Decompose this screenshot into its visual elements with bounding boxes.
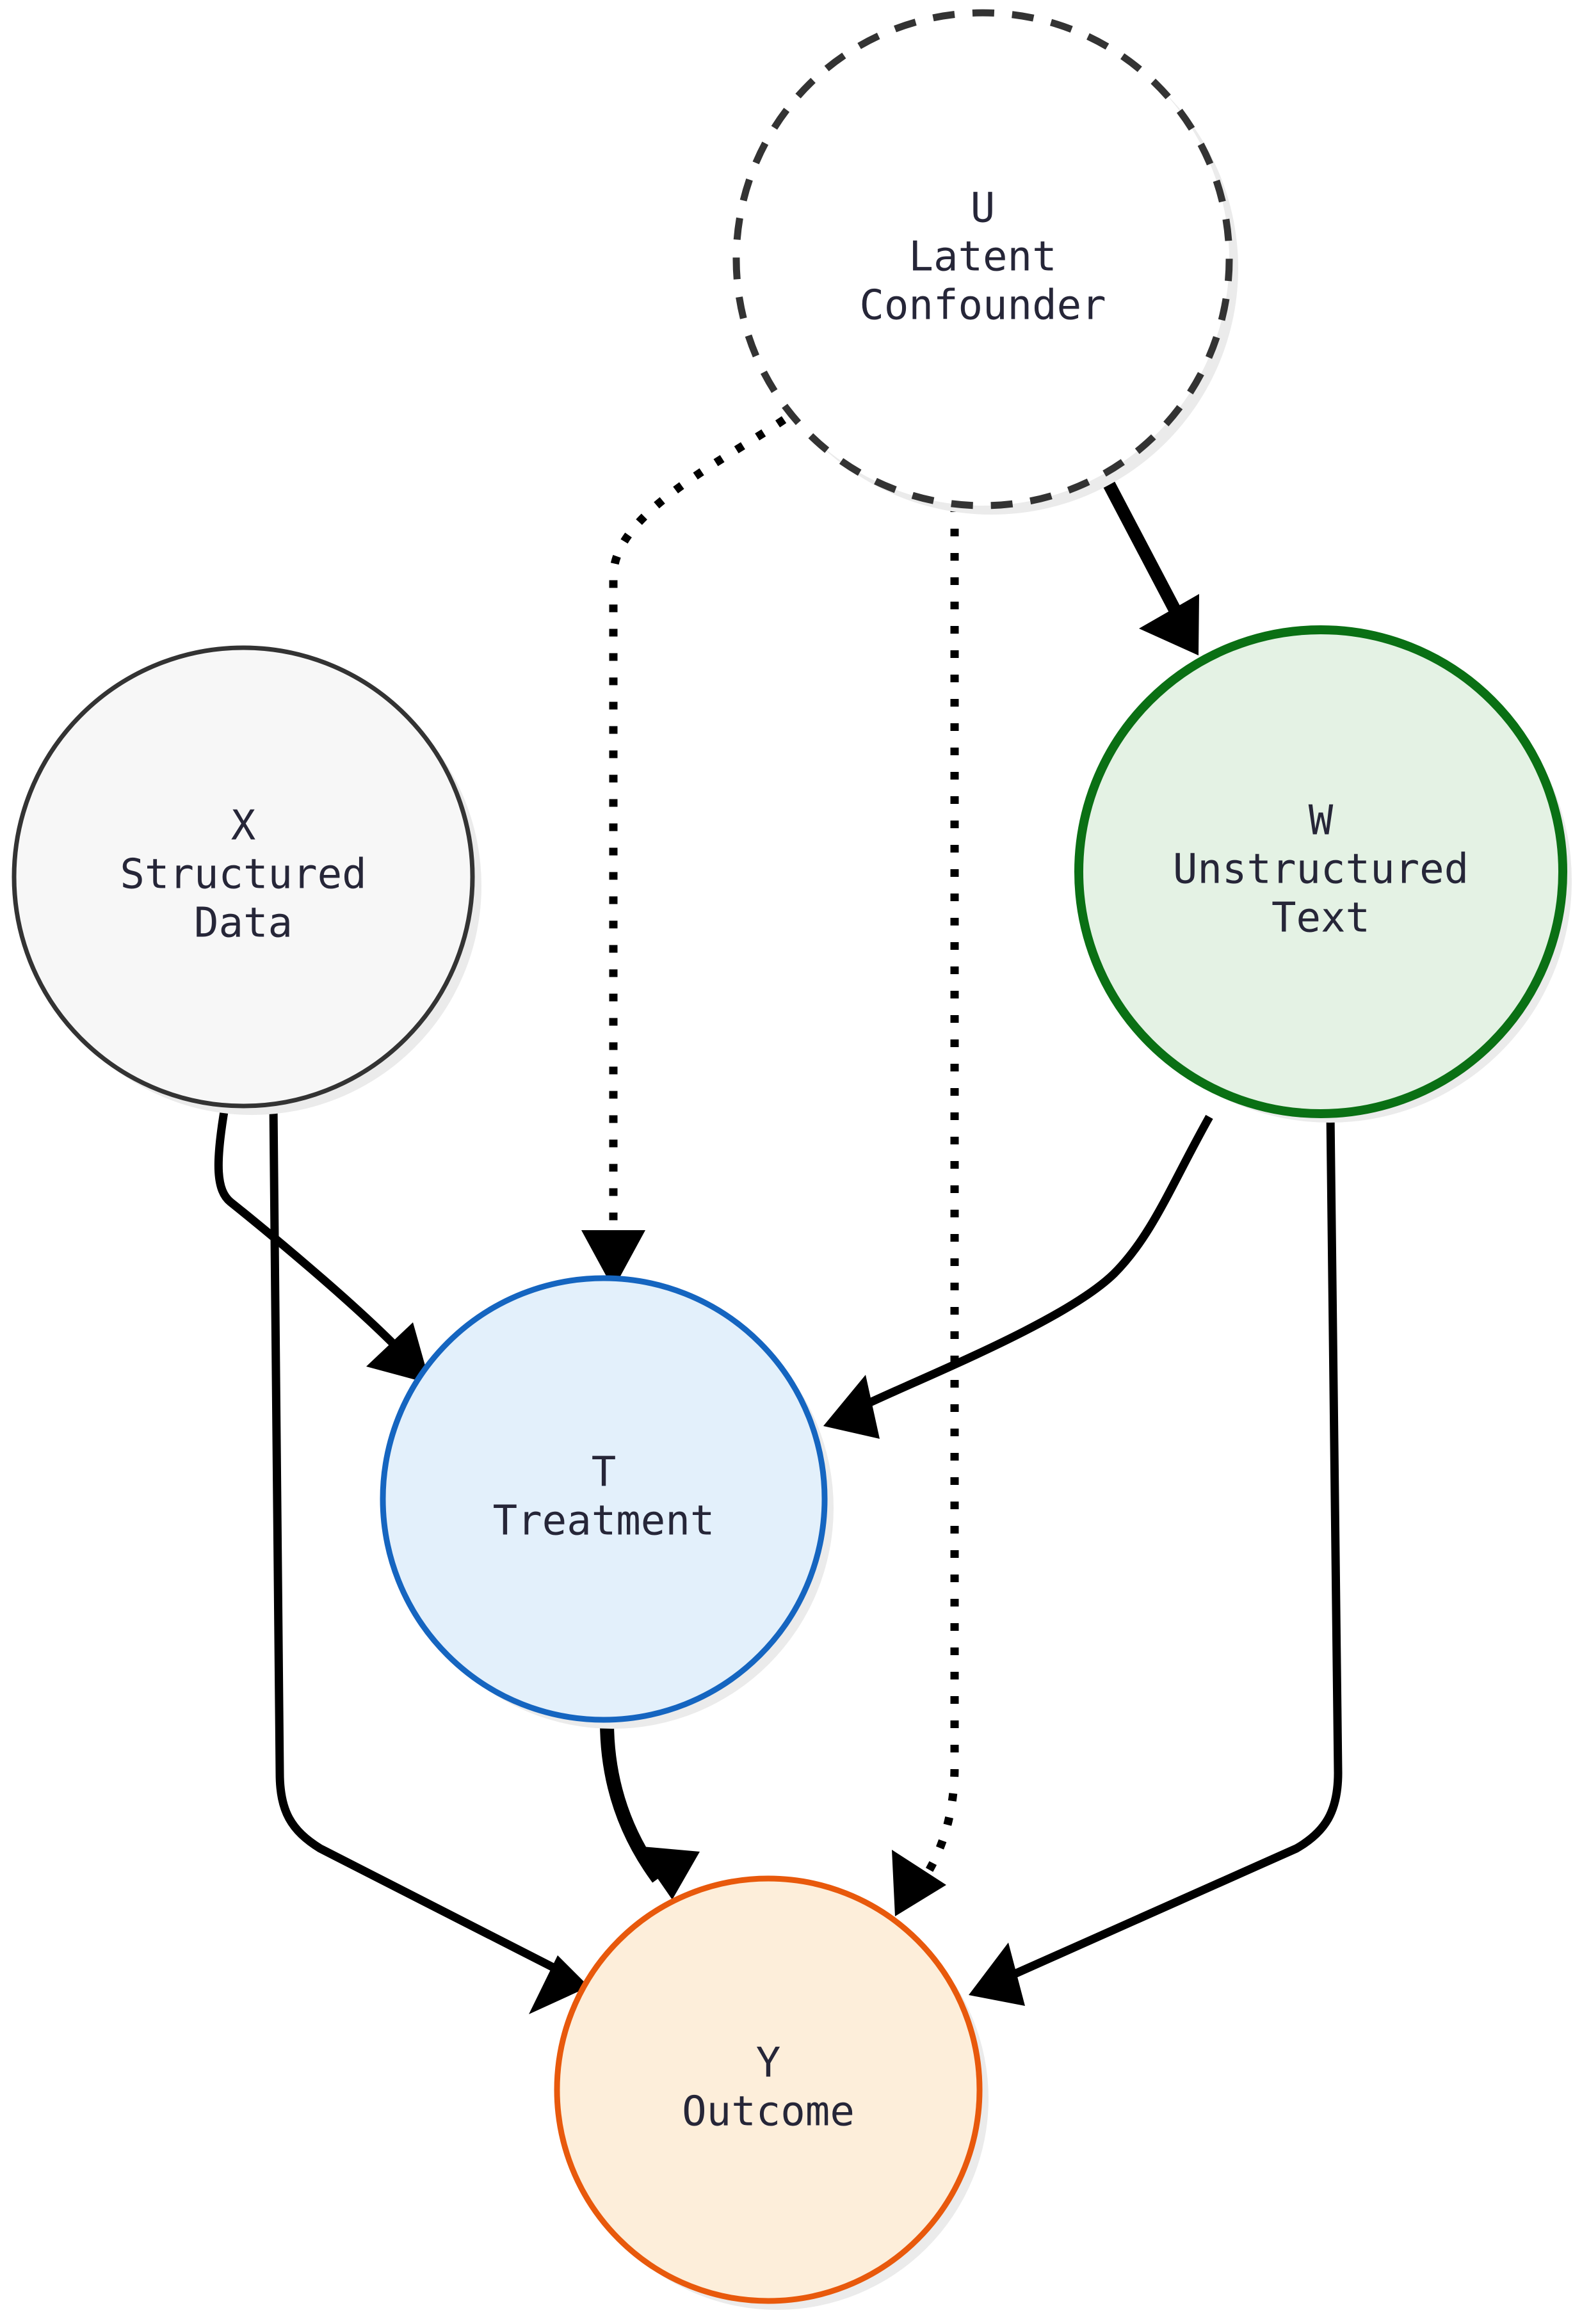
node-x-structured-data-label-line-0: X [231,803,256,850]
edge-w-to-t-line [850,1114,1213,1415]
edge-x-to-t-arrowhead-icon [366,1322,430,1384]
edge-w-to-t-arrowhead-icon [823,1375,880,1439]
node-w-unstructured-text-label-line-0: W [1309,797,1334,845]
edge-u-to-t-arrowhead-icon [581,1230,645,1289]
edge-u-to-w-arrowhead-icon [1139,594,1199,655]
edge-w-to-y [969,1113,1343,2006]
edge-t-to-y-arrowhead-icon [635,1846,700,1900]
edge-x-to-t-line [214,1107,413,1364]
edges-layer [214,402,1343,2014]
edge-w-to-y-arrowhead-icon [969,1943,1025,2006]
node-u-latent-confounder-circle[interactable] [732,9,1233,509]
edge-u-to-y [892,504,959,1916]
edge-t-to-y [600,1721,700,1900]
edge-x-to-y-line [269,1104,565,1976]
node-t-treatment-circle[interactable] [380,1275,828,1723]
edge-u-to-y-arrowhead-icon [892,1850,946,1916]
node-u-latent-confounder-label-line-2: Confounder [859,282,1106,330]
node-w-unstructured-text-label-line-2: Text [1271,895,1370,942]
node-y-outcome-label-line-1: Outcome [682,2088,855,2136]
node-w-unstructured-text-label-line-1: Unstructured [1173,846,1469,894]
edge-u-to-t [581,402,807,1289]
edge-w-to-y-line [996,1113,1343,1985]
node-y-outcome-circle[interactable] [554,1875,983,2304]
node-u-latent-confounder-label-line-0: U [971,185,996,232]
node-t-treatment-label-line-0: T [592,1449,617,1496]
node-x-structured-data-label-line-2: Data [194,900,293,947]
node-y-outcome-label-line-0: Y [756,2040,781,2087]
node-x-structured-data-circle[interactable] [12,645,475,1109]
edge-u-to-y-line [901,504,959,1907]
edge-w-to-t [823,1114,1213,1439]
node-w-unstructured-text-circle[interactable] [1074,625,1567,1118]
node-u-latent-confounder-label-line-1: Latent [908,234,1056,281]
edge-x-to-t [214,1107,430,1384]
node-x-structured-data-label-line-1: Structured [120,851,366,899]
edge-x-to-y [269,1104,589,2014]
edge-u-to-t-line [609,402,807,1264]
edge-x-to-y-arrowhead-icon [529,1955,589,2014]
node-t-treatment-label-line-1: Treatment [493,1498,715,1545]
